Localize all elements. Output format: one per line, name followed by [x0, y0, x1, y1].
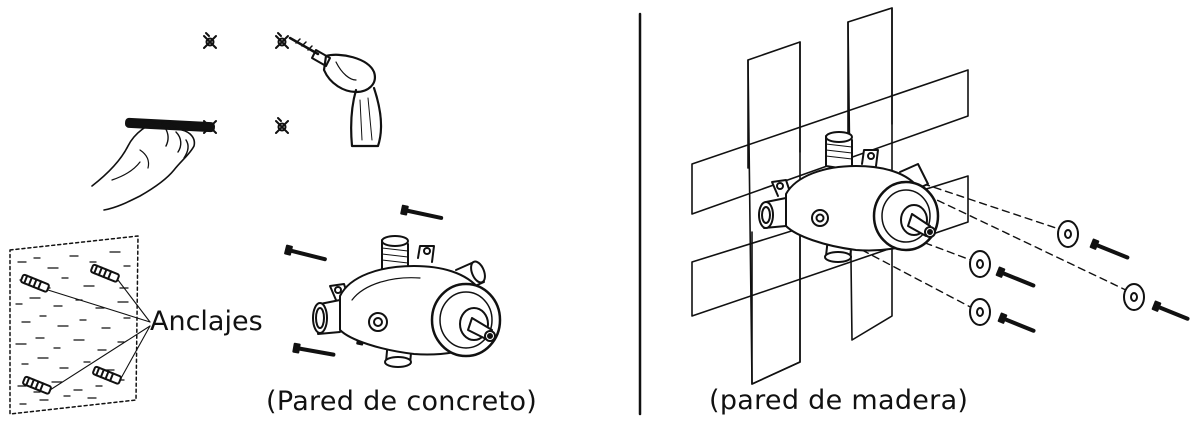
screw-icon: [1091, 240, 1129, 262]
drill-mark-icon: [204, 33, 216, 48]
washer-icon: [970, 299, 990, 325]
anchors-label: Anclajes: [150, 306, 263, 337]
washer-icon: [970, 251, 990, 277]
concrete-valve-assembly: [285, 206, 500, 367]
drill-marks: [204, 33, 288, 133]
anchor-icon: [93, 366, 122, 384]
washer-icon: [1058, 221, 1078, 247]
washer-icon: [1124, 284, 1144, 310]
drill-mark-icon: [276, 33, 288, 48]
screw-icon: [997, 268, 1035, 290]
screw-icon: [293, 344, 334, 359]
screw-icon: [285, 246, 326, 263]
screw-icon: [1153, 302, 1189, 323]
wood-wall-caption: (pared de madera): [709, 385, 968, 416]
drill-mark-icon: [276, 118, 288, 133]
wood-valve-assembly: [759, 132, 1189, 334]
hand-pencil-icon: [92, 119, 214, 210]
concrete-wall-panel: [10, 236, 150, 414]
anchor-icon: [91, 264, 120, 282]
screw-icon: [401, 206, 442, 222]
screw-icon: [999, 314, 1035, 335]
drill-icon: [290, 38, 381, 146]
valve-body-icon: [313, 236, 500, 367]
concrete-wall-caption: (Pared de concreto): [266, 386, 537, 417]
anchor-icon: [21, 274, 50, 292]
